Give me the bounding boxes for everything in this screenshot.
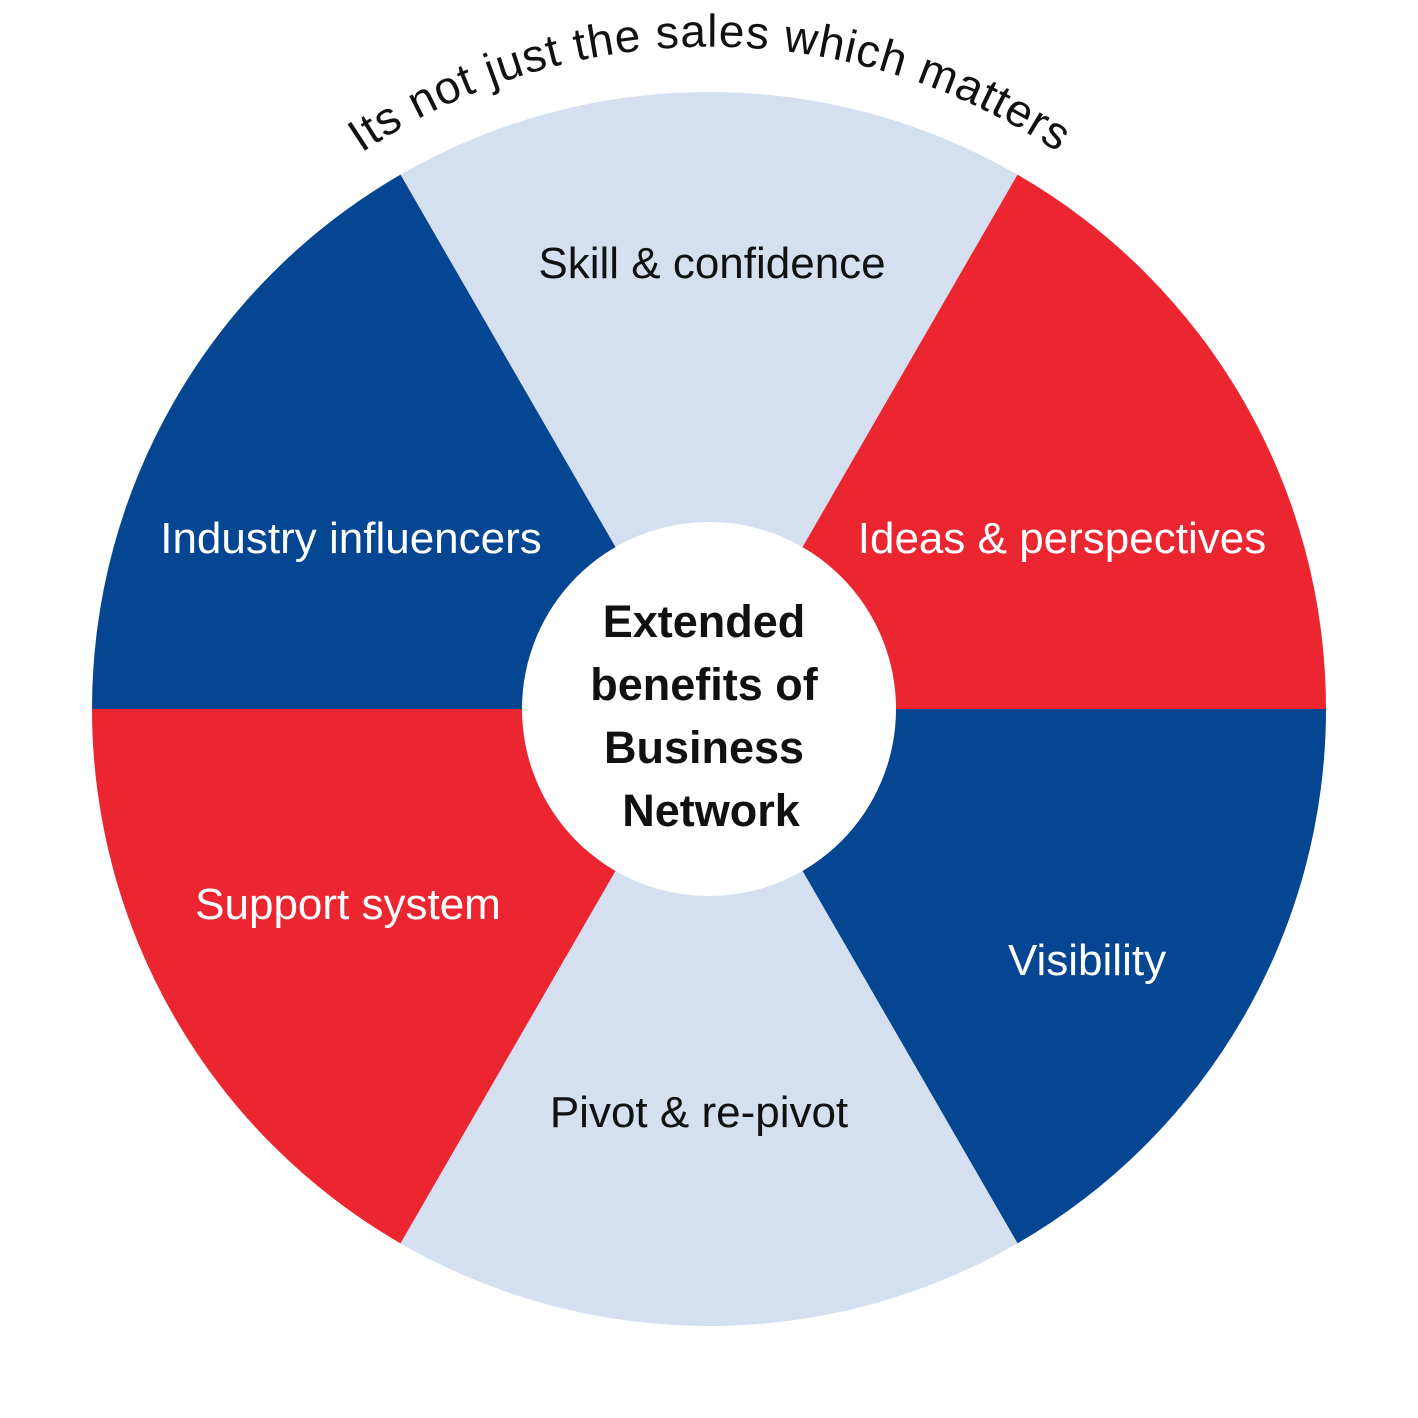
segment-support-system [92,709,709,1244]
segment-pivot-re-pivot [400,709,1018,1327]
segment-industry-influencers [92,174,709,709]
segment-label-industry-influencers: Industry influencers [160,514,542,563]
center-title-line-3: Business [604,722,804,773]
center-circle [522,522,896,896]
center-title-line-2: benefits of [590,659,819,710]
segment-label-ideas-perspectives: Ideas & perspectives [858,514,1266,563]
segment-visibility [709,709,1326,1244]
segment-skill-confidence [400,91,1018,709]
center-title-line-1: Extended [603,596,806,647]
center-title-line-4: Network [622,785,801,836]
segment-label-skill-confidence: Skill & confidence [538,239,885,288]
segment-label-pivot-re-pivot: Pivot & re-pivot [550,1088,848,1137]
segment-label-visibility: Visibility [1008,936,1166,985]
segment-ideas-perspectives [709,174,1326,709]
segment-label-support-system: Support system [195,880,501,929]
